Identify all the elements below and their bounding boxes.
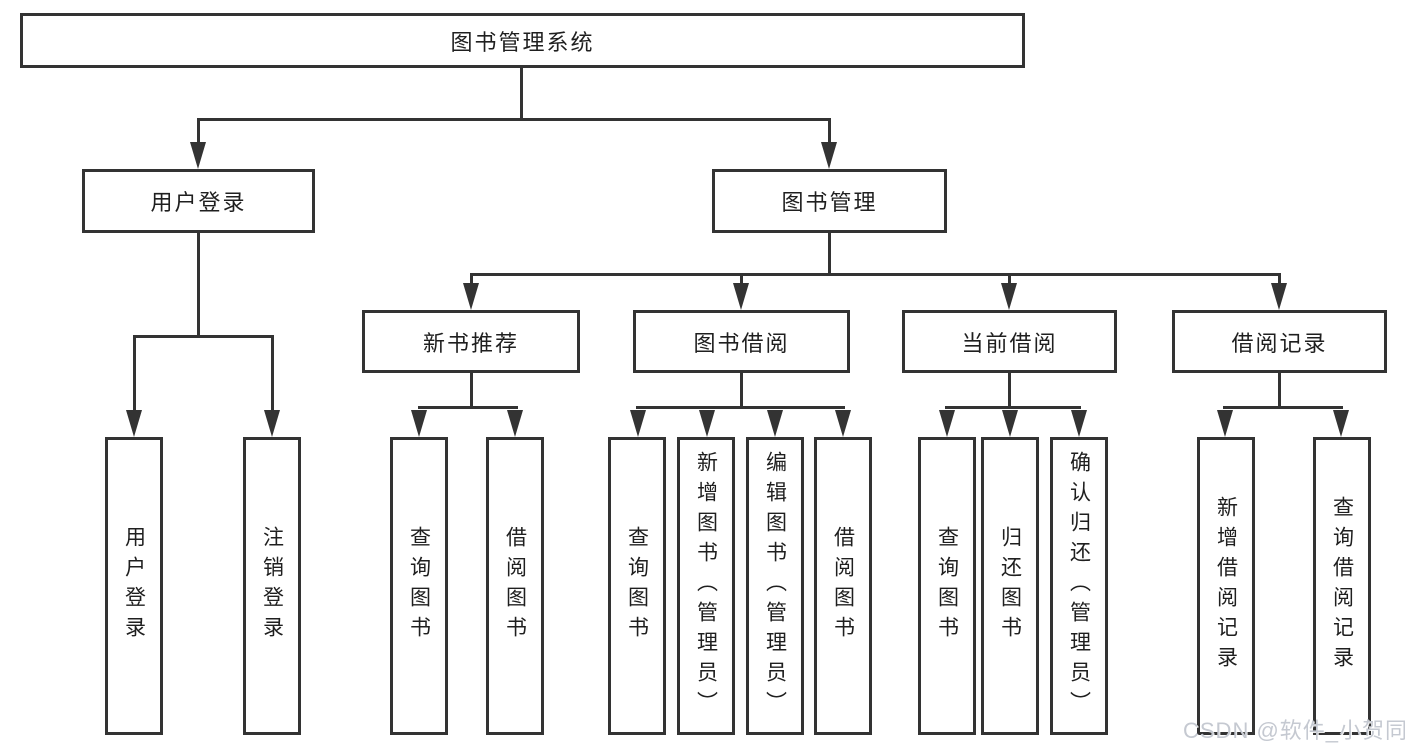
connector-line (418, 406, 518, 409)
leaf-label: 借阅图书 (831, 526, 855, 646)
connector-line (197, 118, 200, 146)
leaf-label: 新增图书（管理员） (694, 451, 718, 721)
arrow-down-icon (463, 283, 479, 310)
node-label: 当前借阅 (961, 330, 1058, 356)
arrow-down-icon (1002, 410, 1018, 437)
connector-line (470, 273, 473, 287)
leaf-label: 查询图书 (625, 526, 649, 646)
connector-line (470, 273, 1281, 276)
connector-line (828, 118, 831, 146)
arrow-down-icon (699, 410, 715, 437)
leaf-label: 新增借阅记录 (1214, 496, 1238, 676)
node-current-borrowing: 当前借阅 (902, 310, 1117, 373)
leaf-add-borrow-record: 新增借阅记录 (1197, 437, 1255, 735)
arrow-down-icon (1071, 410, 1087, 437)
connector-line (1008, 273, 1011, 287)
connector-line (740, 273, 743, 287)
leaf-borrow-book: 借阅图书 (814, 437, 872, 735)
arrow-down-icon (411, 410, 427, 437)
leaf-label: 查询图书 (407, 526, 431, 646)
leaf-borrow-book-recommend: 借阅图书 (486, 437, 544, 735)
arrow-down-icon (126, 410, 142, 437)
arrow-down-icon (767, 410, 783, 437)
node-book-borrowing: 图书借阅 (633, 310, 850, 373)
arrow-down-icon (190, 142, 206, 169)
leaf-label: 借阅图书 (503, 526, 527, 646)
connector-line (197, 118, 831, 121)
node-label: 图书管理 (781, 190, 878, 215)
leaf-label: 查询借阅记录 (1330, 496, 1354, 676)
arrow-down-icon (1217, 410, 1233, 437)
arrow-down-icon (1001, 283, 1017, 310)
leaf-confirm-return-admin: 确认归还（管理员） (1050, 437, 1108, 735)
connector-line (1008, 373, 1011, 409)
node-label: 用户登录 (150, 190, 247, 215)
leaf-query-book-borrowing: 查询图书 (608, 437, 666, 735)
connector-line (1278, 273, 1281, 287)
connector-line (1278, 373, 1281, 409)
node-label: 新书推荐 (422, 330, 519, 356)
connector-line (133, 335, 136, 413)
connector-line (740, 373, 743, 409)
node-user-login: 用户登录 (82, 169, 315, 233)
leaf-label: 编辑图书（管理员） (763, 451, 787, 721)
arrow-down-icon (507, 410, 523, 437)
leaf-label: 查询图书 (935, 526, 959, 646)
node-label: 图书借阅 (693, 330, 790, 356)
leaf-label: 归还图书 (998, 526, 1022, 646)
leaf-query-book-current: 查询图书 (918, 437, 976, 735)
node-new-book-recommend: 新书推荐 (362, 310, 580, 373)
connector-line (828, 233, 831, 275)
arrow-down-icon (821, 142, 837, 169)
leaf-label: 注销登录 (260, 526, 284, 646)
connector-line (271, 335, 274, 413)
connector-line (1223, 406, 1343, 409)
node-library-management-system: 图书管理系统 (20, 13, 1025, 68)
arrow-down-icon (1271, 283, 1287, 310)
node-label: 借阅记录 (1231, 330, 1328, 356)
leaf-logout: 注销登录 (243, 437, 301, 735)
node-label: 图书管理系统 (450, 29, 595, 55)
node-borrowing-records: 借阅记录 (1172, 310, 1387, 373)
arrow-down-icon (1333, 410, 1349, 437)
arrow-down-icon (939, 410, 955, 437)
leaf-edit-book-admin: 编辑图书（管理员） (746, 437, 804, 735)
leaf-label: 用户登录 (122, 526, 146, 646)
connector-line (133, 335, 274, 338)
arrow-down-icon (264, 410, 280, 437)
watermark: CSDN @软件_小贺同学 (1183, 718, 1405, 743)
connector-line (197, 233, 200, 337)
arrow-down-icon (835, 410, 851, 437)
leaf-add-book-admin: 新增图书（管理员） (677, 437, 735, 735)
connector-line (945, 406, 1081, 409)
leaf-return-book: 归还图书 (981, 437, 1039, 735)
leaf-query-borrow-record: 查询借阅记录 (1313, 437, 1371, 735)
connector-line (520, 68, 523, 120)
connector-line (636, 406, 845, 409)
arrow-down-icon (630, 410, 646, 437)
leaf-query-book-recommend: 查询图书 (390, 437, 448, 735)
leaf-user-login: 用户登录 (105, 437, 163, 735)
connector-line (470, 373, 473, 409)
node-book-management: 图书管理 (712, 169, 947, 233)
arrow-down-icon (733, 283, 749, 310)
leaf-label: 确认归还（管理员） (1067, 451, 1091, 721)
